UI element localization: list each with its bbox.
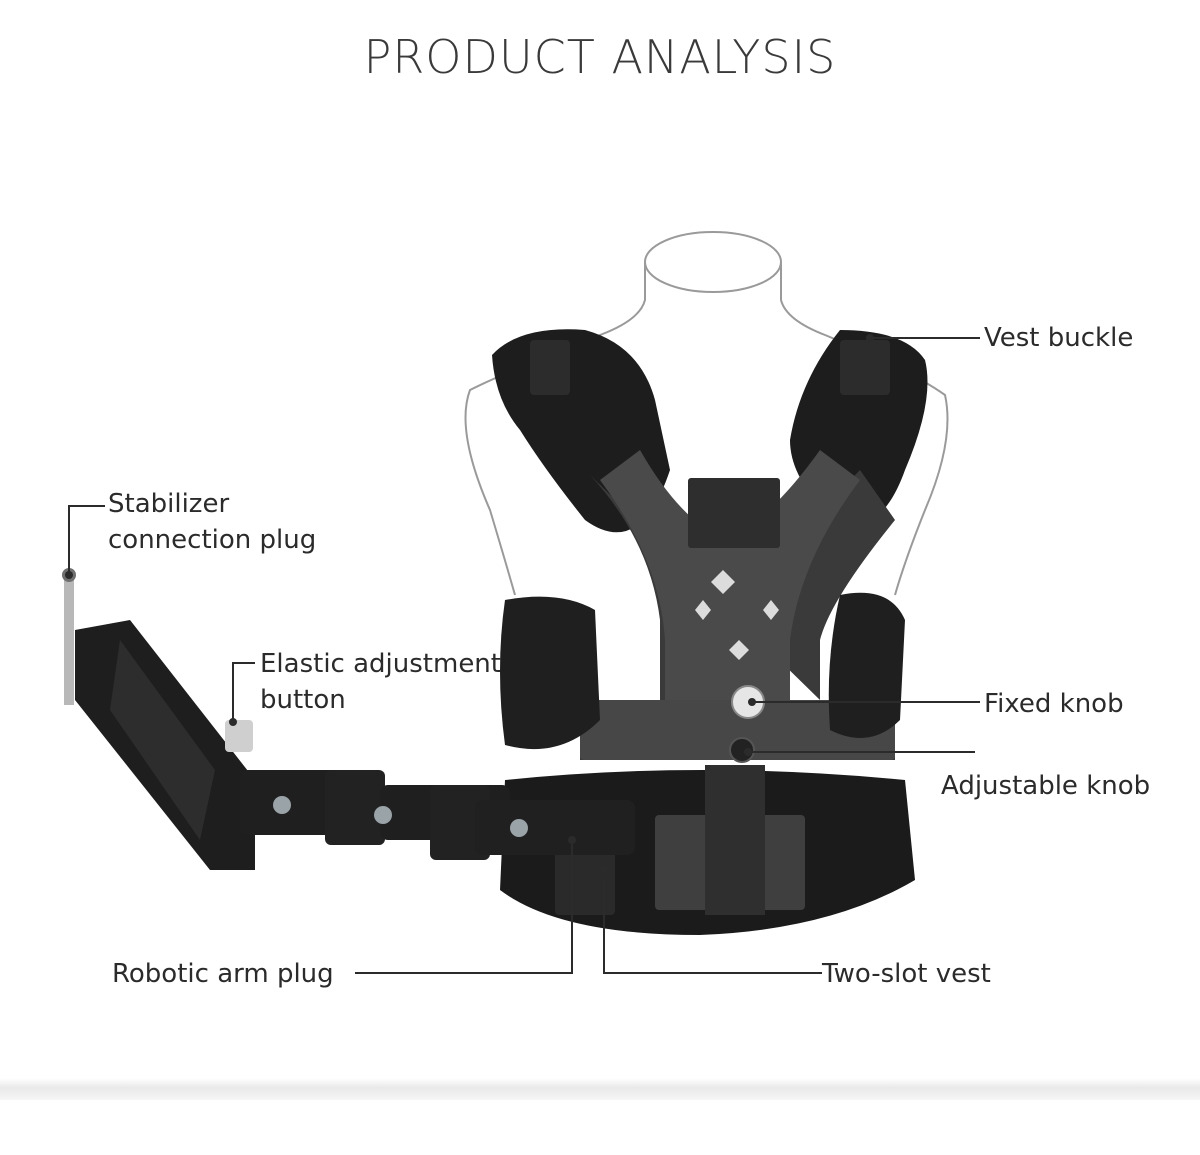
- two-slot-vest-label: Two-slot vest: [822, 959, 991, 989]
- adjustable-knob-label: Adjustable knob: [941, 771, 1151, 801]
- vest-buckle-label: Vest buckle: [984, 323, 1134, 353]
- elastic-button-label-line1: Elastic adjustment: [260, 649, 501, 679]
- stabilizer-plug-label-line2: connection plug: [108, 525, 317, 555]
- robotic-arm-plug-label: Robotic arm plug: [112, 959, 334, 989]
- mannequin-outline: [464, 231, 949, 596]
- elastic-button-label-line2: button: [260, 685, 346, 715]
- page-title: PRODUCT ANALYSIS: [363, 30, 837, 84]
- leader-lines: [68, 337, 980, 974]
- stabilizer-plug-label-line1: Stabilizer: [108, 489, 230, 519]
- robotic-arm: [62, 568, 635, 870]
- fixed-knob-label: Fixed knob: [984, 689, 1124, 719]
- leader-dots: [65, 334, 874, 874]
- vest-plate: [580, 450, 895, 760]
- footer-divider: [0, 1078, 1200, 1100]
